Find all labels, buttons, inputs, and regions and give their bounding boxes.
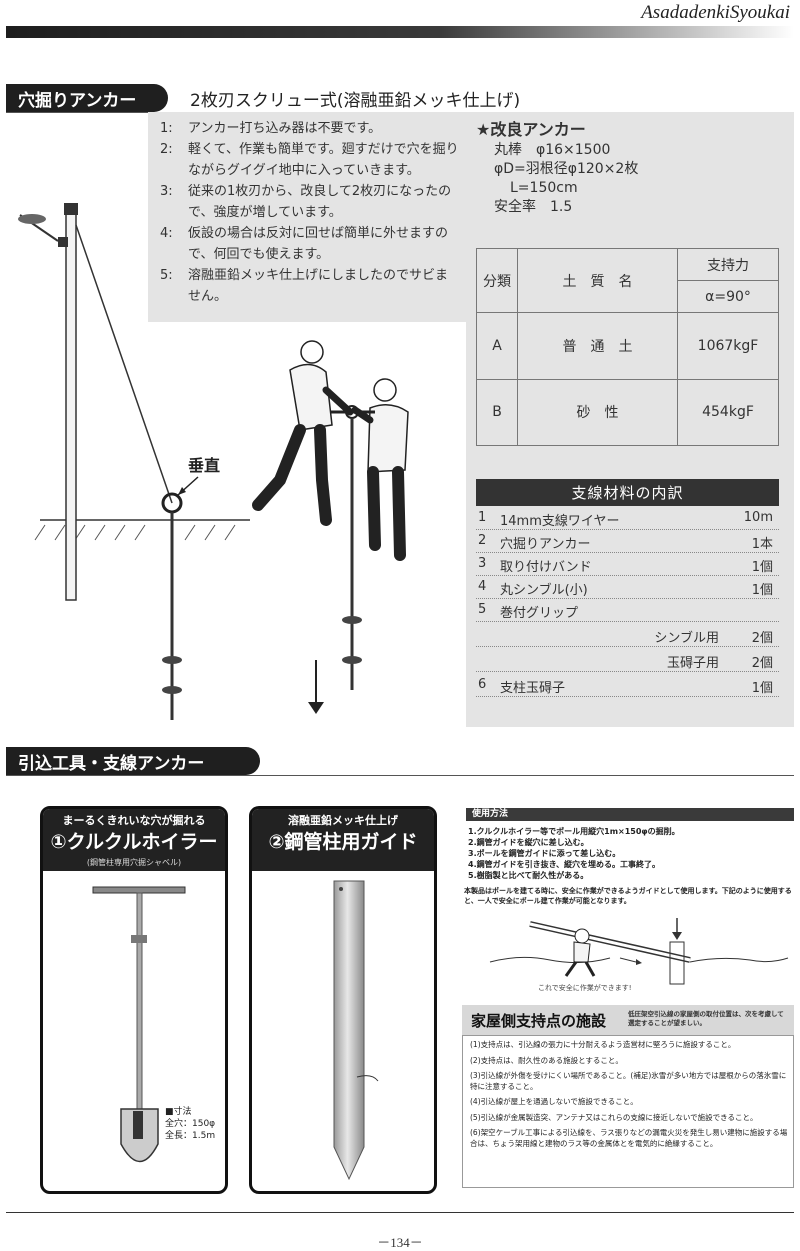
list-item: (5)引込線が金属製造突、アンテナ又はこれらの支線に接近しないで施設できること。 — [470, 1112, 758, 1122]
list-item: (6)架空ケーブル工事による引込線を、ラス張りなどの漏電火災を発生し易い建物に施… — [470, 1128, 788, 1148]
page-number: －134－ — [377, 1235, 423, 1250]
dimensions-block: ■寸法 全穴：150φ 全長：1.5m — [165, 1107, 216, 1141]
illustration-caption: これで安全に作業ができます! — [538, 984, 632, 992]
card-tagline: 溶融亜鉛メッキ仕上げ — [288, 814, 398, 827]
col-header-soil: 土 質 名 — [517, 248, 678, 313]
section-subtitle: 2枚刃スクリュー式(溶融亜鉛メッキ仕上げ) — [190, 91, 521, 111]
spec-block: ★改良アンカー 丸棒 φ16×1500 φD=羽根径φ120×2枚 L=150c… — [476, 120, 638, 217]
list-item: (3)引込線が外傷を受けにくい場所であること。(補足)氷雪が多い地方では屋根から… — [470, 1071, 787, 1091]
section-title-tools: 引込工具・支線アンカー — [6, 747, 260, 775]
header-bar — [6, 26, 794, 38]
col-header-class: 分類 — [476, 248, 518, 313]
usage-steps: 1.クルクルホイラー等でポール用縦穴1m×150φの掘削。 2.鋼管ガイドを縦穴… — [468, 827, 680, 880]
col-header-angle: α=90° — [677, 280, 779, 313]
card-title: ①クルクルホイラー — [50, 831, 218, 853]
card-tagline: まーるくきれいな穴が掘れる — [62, 814, 206, 827]
card-note: (鋼管柱専用穴掘シャベル) — [86, 858, 182, 867]
usage-note: 本製品はポールを建てる時に、安全に作業ができるようガイドとして使用します。下記の… — [464, 887, 792, 905]
house-items: (1)支持点は、引込線の張力に十分耐えるよう造営材に堅ろうに施設すること。 (2… — [470, 1040, 788, 1154]
feature-item: 4:仮設の場合は反対に回せば簡単に外せますので、何回でも使えます。 — [160, 226, 449, 262]
table-row: B 砂 性 454kgF — [476, 378, 779, 446]
spec-line: 安全率 1.5 — [494, 199, 573, 215]
feature-item: 1:アンカー打ち込み器は不要です。 — [160, 121, 382, 136]
house-title: 家屋側支持点の施設 — [471, 1012, 607, 1030]
spec-line: 丸棒 φ16×1500 — [494, 142, 611, 158]
workers-illustration — [252, 340, 409, 714]
list-item: (2)支持点は、耐久性のある施設とすること。 — [470, 1055, 623, 1065]
footer-line — [6, 1212, 794, 1213]
house-items-box — [462, 1035, 794, 1188]
spec-title: ★改良アンカー — [476, 120, 586, 139]
section-title-anchor: 穴掘りアンカー — [6, 84, 168, 112]
spec-line: φD=羽根径φ120×2枚 — [494, 161, 639, 177]
feature-list: 1:アンカー打ち込み器は不要です。 2:軽くて、作業も簡単です。廻すだけで穴を掘… — [160, 118, 460, 307]
brand-name: AsadadenkiSyoukai — [641, 2, 790, 23]
auger-shovel-illustration — [92, 886, 186, 1163]
feature-item: 3:従来の1枚刃から、改良して2枚刃になったので、強度が増しています。 — [160, 184, 452, 220]
materials-title: 支線材料の内訳 — [476, 479, 779, 506]
house-header — [462, 1005, 794, 1035]
col-header-support: 支持力 — [677, 248, 779, 281]
vertical-label: 垂直 — [188, 456, 221, 475]
features-panel — [148, 112, 466, 322]
section-divider — [6, 775, 794, 776]
card-title: ②鋼管柱用ガイド — [268, 831, 418, 853]
steel-guide-illustration — [333, 880, 379, 1181]
list-item: (4)引込線が屋上を通過しないで施設できること。 — [470, 1097, 638, 1106]
pole-install-illustration — [489, 918, 789, 985]
table-row: A 普 通 土 1067kgF — [476, 312, 779, 380]
soil-support-table: 分類 土 質 名 支持力 α=90° A 普 通 土 1067kgF B 砂 性… — [476, 248, 779, 446]
pole-anchor-illustration — [18, 203, 250, 720]
list-item: (1)支持点は、引込線の張力に十分耐えるよう造営材に堅ろうに施設すること。 — [470, 1040, 736, 1049]
product-card-guide: 溶融亜鉛メッキ仕上げ ②鋼管柱用ガイド — [249, 806, 437, 1194]
spec-line: L=150cm — [510, 180, 578, 196]
feature-item: 2:軽くて、作業も簡単です。廻すだけで穴を掘りながらグイグイ地中に入っていきます… — [160, 142, 459, 178]
usage-title: 使用方法 — [466, 808, 794, 821]
feature-item: 5:溶融亜鉛メッキ仕上げにしましたのでサビません。 — [160, 268, 449, 304]
product-card-kurukuru: まーるくきれいな穴が掘れる ①クルクルホイラー (鋼管柱専用穴掘シャベル) — [40, 806, 228, 1194]
house-subtitle: 低圧架空引込線の家屋側の取付位置は、次を考慮して選定することが望ましい。 — [628, 1010, 784, 1027]
